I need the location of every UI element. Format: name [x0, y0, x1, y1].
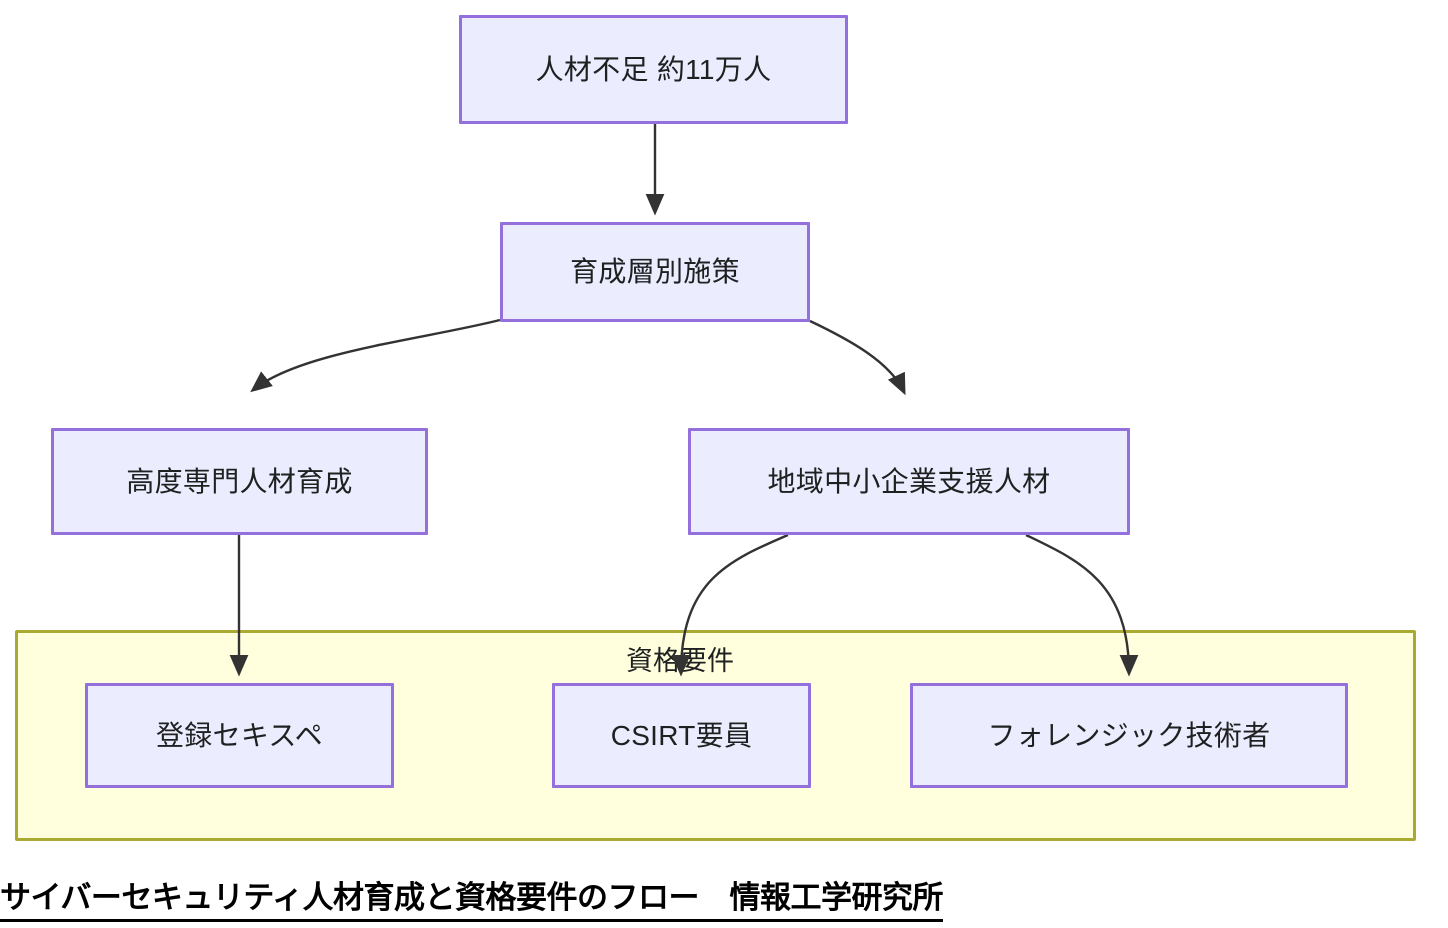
- node-ikusei-sobetsu-sesaku[interactable]: 育成層別施策: [500, 222, 810, 322]
- node-label: フォレンジック技術者: [987, 719, 1271, 751]
- cluster-label: 資格要件: [626, 646, 734, 676]
- node-forensic-gijutsusha[interactable]: フォレンジック技術者: [910, 683, 1348, 788]
- node-label: 高度専門人材育成: [126, 465, 353, 497]
- node-chiiki-chusho-kigyo-shien-jinzai[interactable]: 地域中小企業支援人材: [688, 428, 1130, 535]
- node-label: 地域中小企業支援人材: [767, 465, 1051, 497]
- node-label: 登録セキスペ: [155, 719, 323, 751]
- node-label: 育成層別施策: [570, 256, 740, 288]
- node-toroku-sekisupe[interactable]: 登録セキスペ: [85, 683, 394, 788]
- node-label: 人材不足 約11万人: [535, 53, 772, 85]
- edge-n2-n3: [250, 318, 501, 393]
- node-label: CSIRT要員: [610, 719, 753, 751]
- diagram-caption-text: サイバーセキュリティ人材育成と資格要件のフロー 情報工学研究所: [0, 872, 944, 922]
- diagram-caption: サイバーセキュリティ人材育成と資格要件のフロー 情報工学研究所: [0, 872, 1448, 922]
- node-kodo-semmon-jinzai-ikusei[interactable]: 高度専門人材育成: [51, 428, 428, 535]
- node-jinzai-busoku[interactable]: 人材不足 約11万人: [459, 15, 848, 124]
- edge-n2-n4: [809, 319, 906, 396]
- node-csirt-yoin[interactable]: CSIRT要員: [552, 683, 811, 788]
